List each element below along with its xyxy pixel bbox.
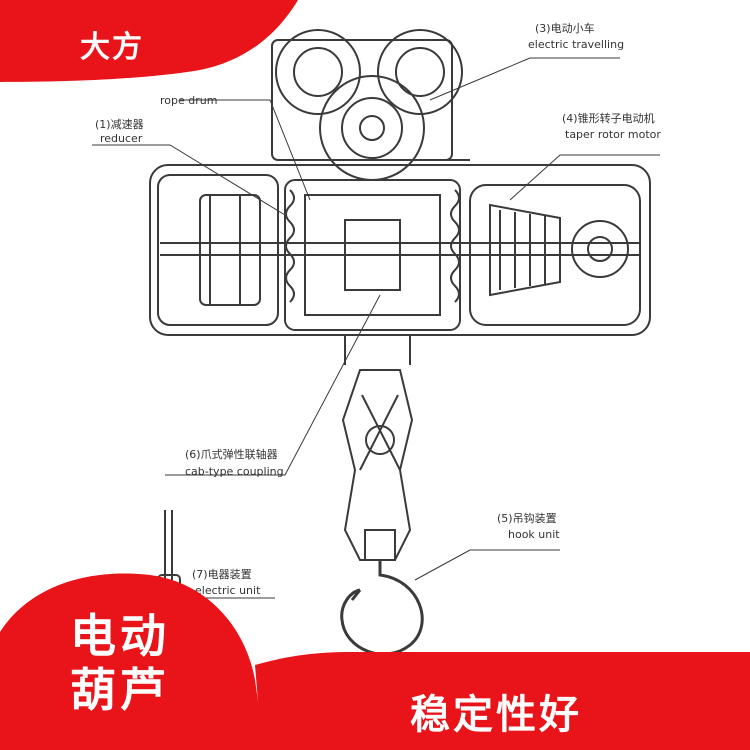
label-coupling-zh: (6)爪式弹性联轴器 [185,447,278,461]
leader-coupling [165,294,381,476]
leader-hook-unit [414,549,560,581]
label-travelling-zh: (3)电动小车 [535,21,595,35]
trolley-drawing [271,29,470,181]
label-motor-zh: (4)锥形转子电动机 [562,111,655,125]
product-line-1: 电动 [70,609,170,663]
label-motor-en: taper rotor motor [565,128,661,141]
product-line-2: 葫芦 [70,663,170,717]
label-hook-zh: (5)吊钩装置 [497,511,557,525]
label-reducer-zh: (1)减速器 [95,118,144,131]
label-travelling-en: electric travelling [528,38,624,51]
feature-text: 稳定性好 [410,692,582,738]
label-hook-en: hook unit [508,528,560,541]
leader-motor [509,154,660,201]
brand-badge [0,0,298,82]
leader-rope-drum [180,99,311,201]
label-rope-drum-en: rope drum [160,94,217,107]
label-electric-unit-en: electric unit [195,584,261,597]
label-coupling-en: cab-type coupling [185,465,284,478]
label-electric-unit-zh: (7)电器装置 [192,568,252,581]
hook-block-drawing [340,335,424,656]
product-badge [0,573,265,750]
brand-name: 大方 [80,30,144,65]
leader-reducer [92,144,286,216]
feature-banner [255,652,750,750]
hoist-body-drawing [149,164,651,336]
label-reducer-en: reducer [100,132,143,145]
leader-electric-travelling [429,57,620,101]
